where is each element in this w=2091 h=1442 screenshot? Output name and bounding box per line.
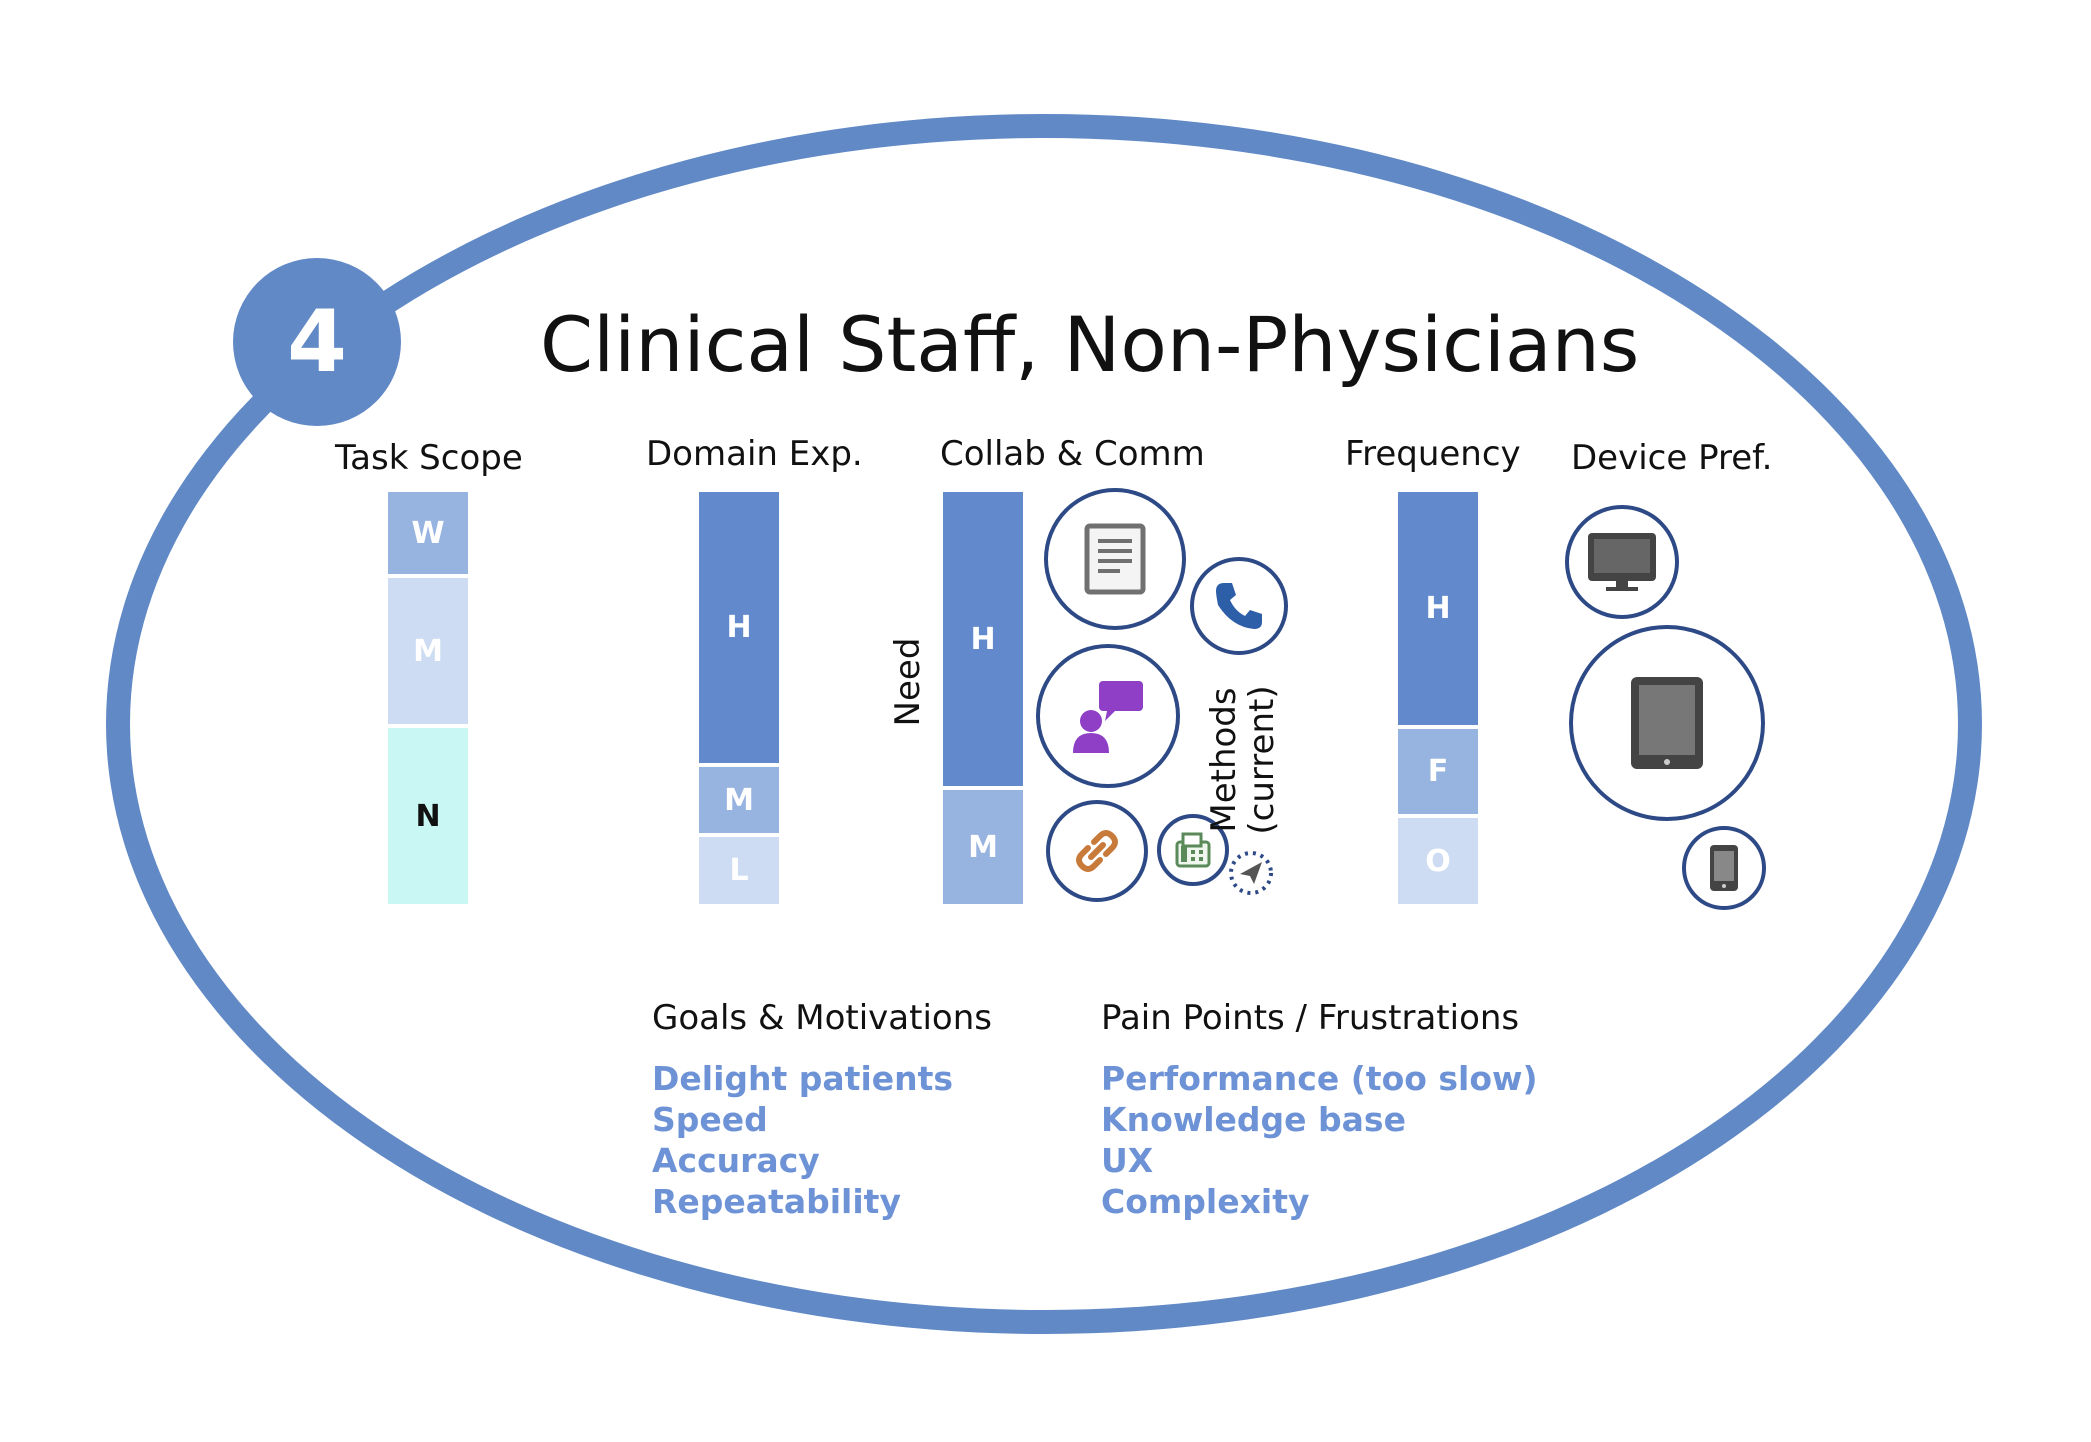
monitor-icon: [1565, 505, 1679, 619]
frequency-bar-f: F: [1398, 729, 1478, 814]
goals-list: Delight patients Speed Accuracy Repeatab…: [652, 1058, 953, 1222]
document-icon: [1044, 488, 1186, 630]
task-scope-level-w: W: [411, 515, 445, 551]
methods-label-line2: (current): [1242, 685, 1282, 835]
list-item: Knowledge base: [1101, 1100, 1406, 1139]
task-scope-bar-m: M: [388, 578, 468, 724]
frequency-bar-h: H: [1398, 492, 1478, 725]
pain-points-heading: Pain Points / Frustrations: [1101, 998, 1520, 1038]
domain-exp-level-h: H: [726, 610, 752, 645]
frequency-level-f: F: [1427, 754, 1449, 789]
frequency-level-h: H: [1425, 591, 1451, 626]
list-item: UX: [1101, 1141, 1154, 1180]
tablet-icon: [1569, 625, 1765, 821]
task-scope-bar-w: W: [388, 492, 468, 574]
domain-exp-bar-m: M: [699, 767, 779, 833]
list-item: Speed: [652, 1100, 768, 1139]
task-scope-level-n: N: [415, 798, 441, 834]
device-pref-label: Device Pref.: [1571, 438, 1773, 478]
persona-title: Clinical Staff, Non-Physicians: [540, 300, 1640, 389]
domain-exp-label: Domain Exp.: [646, 434, 863, 474]
phone-icon: [1190, 557, 1288, 655]
task-scope-level-m: M: [413, 633, 443, 669]
goals-heading: Goals & Motivations: [652, 998, 992, 1038]
frequency-level-o: O: [1425, 843, 1451, 879]
task-scope-label: Task Scope: [335, 438, 523, 478]
chat-icon: [1036, 644, 1180, 788]
send-icon: [1228, 850, 1274, 896]
collab-level-h: H: [970, 621, 996, 657]
collab-bar-m: M: [943, 790, 1023, 904]
need-label: Need: [888, 637, 928, 727]
pain-points-list: Performance (too slow) Knowledge base UX…: [1101, 1058, 1538, 1222]
domain-exp-bar-h: H: [699, 492, 779, 763]
frequency-label: Frequency: [1345, 434, 1521, 474]
persona-number: 4: [287, 292, 347, 392]
list-item: Delight patients: [652, 1059, 954, 1098]
persona-number-badge: 4: [233, 258, 401, 426]
methods-label-line1: Methods: [1204, 687, 1244, 833]
collab-level-m: M: [968, 829, 998, 865]
list-item: Accuracy: [652, 1141, 820, 1180]
frequency-bar-o: O: [1398, 818, 1478, 904]
domain-exp-level-l: L: [729, 853, 749, 888]
list-item: Repeatability: [652, 1182, 901, 1221]
methods-label: Methods (current): [1204, 655, 1285, 865]
task-scope-bar-n: N: [388, 728, 468, 904]
phone-device-icon: [1682, 826, 1766, 910]
domain-exp-level-m: M: [724, 782, 754, 818]
list-item: Performance (too slow): [1101, 1059, 1538, 1098]
fax-icon: [1157, 814, 1229, 886]
collab-bar-h: H: [943, 492, 1023, 786]
domain-exp-bar-l: L: [699, 837, 779, 904]
link-icon: [1046, 800, 1148, 902]
collab-label: Collab & Comm: [940, 434, 1205, 474]
list-item: Complexity: [1101, 1182, 1310, 1221]
